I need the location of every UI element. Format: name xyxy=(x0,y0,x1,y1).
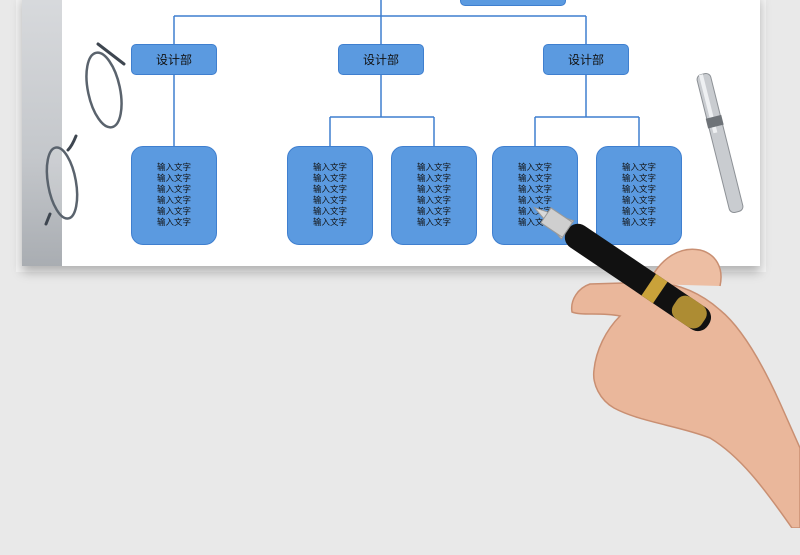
text-box[interactable]: 输入文字 输入文字 输入文字 输入文字 输入文字 输入文字 xyxy=(391,146,477,245)
text-line: 输入文字 xyxy=(621,173,656,184)
dept-box[interactable]: 设计部 xyxy=(543,44,629,75)
top-node[interactable] xyxy=(460,0,566,6)
text-line: 输入文字 xyxy=(621,184,656,195)
text-line: 输入文字 xyxy=(312,162,347,173)
connector-lines xyxy=(173,0,640,146)
text-line: 输入文字 xyxy=(312,217,347,228)
hand-holding-pen-icon xyxy=(532,206,800,528)
text-line: 输入文字 xyxy=(416,162,451,173)
text-line: 输入文字 xyxy=(621,217,656,228)
text-box[interactable]: 输入文字 输入文字 输入文字 输入文字 输入文字 输入文字 xyxy=(492,146,578,245)
text-line: 输入文字 xyxy=(156,195,191,206)
text-line: 输入文字 xyxy=(156,162,191,173)
glasses-icon xyxy=(44,42,126,226)
text-line: 输入文字 xyxy=(416,195,451,206)
text-line: 输入文字 xyxy=(156,173,191,184)
text-line: 输入文字 xyxy=(312,184,347,195)
text-line: 输入文字 xyxy=(156,206,191,217)
text-line: 输入文字 xyxy=(517,173,552,184)
text-line: 输入文字 xyxy=(621,206,656,217)
text-line: 输入文字 xyxy=(517,206,552,217)
photo-edge xyxy=(22,0,62,266)
text-line: 输入文字 xyxy=(621,162,656,173)
text-line: 输入文字 xyxy=(156,217,191,228)
text-line: 输入文字 xyxy=(416,173,451,184)
text-line: 输入文字 xyxy=(416,206,451,217)
dept-box[interactable]: 设计部 xyxy=(338,44,424,75)
text-box[interactable]: 输入文字 输入文字 输入文字 输入文字 输入文字 输入文字 xyxy=(131,146,217,245)
text-line: 输入文字 xyxy=(517,162,552,173)
dept-box[interactable]: 设计部 xyxy=(131,44,217,75)
text-line: 输入文字 xyxy=(312,195,347,206)
text-line: 输入文字 xyxy=(156,184,191,195)
text-line: 输入文字 xyxy=(517,195,552,206)
org-chart-sheet: 设计部 设计部 设计部 输入文字 输入文字 输入文字 输入文字 输入文字 输入文… xyxy=(22,0,760,266)
text-line: 输入文字 xyxy=(517,184,552,195)
text-line: 输入文字 xyxy=(416,217,451,228)
text-box[interactable]: 输入文字 输入文字 输入文字 输入文字 输入文字 输入文字 xyxy=(287,146,373,245)
text-line: 输入文字 xyxy=(312,206,347,217)
text-line: 输入文字 xyxy=(517,217,552,228)
text-line: 输入文字 xyxy=(621,195,656,206)
text-box[interactable]: 输入文字 输入文字 输入文字 输入文字 输入文字 输入文字 xyxy=(596,146,682,245)
text-line: 输入文字 xyxy=(416,184,451,195)
text-line: 输入文字 xyxy=(312,173,347,184)
pen-icon xyxy=(696,72,744,214)
